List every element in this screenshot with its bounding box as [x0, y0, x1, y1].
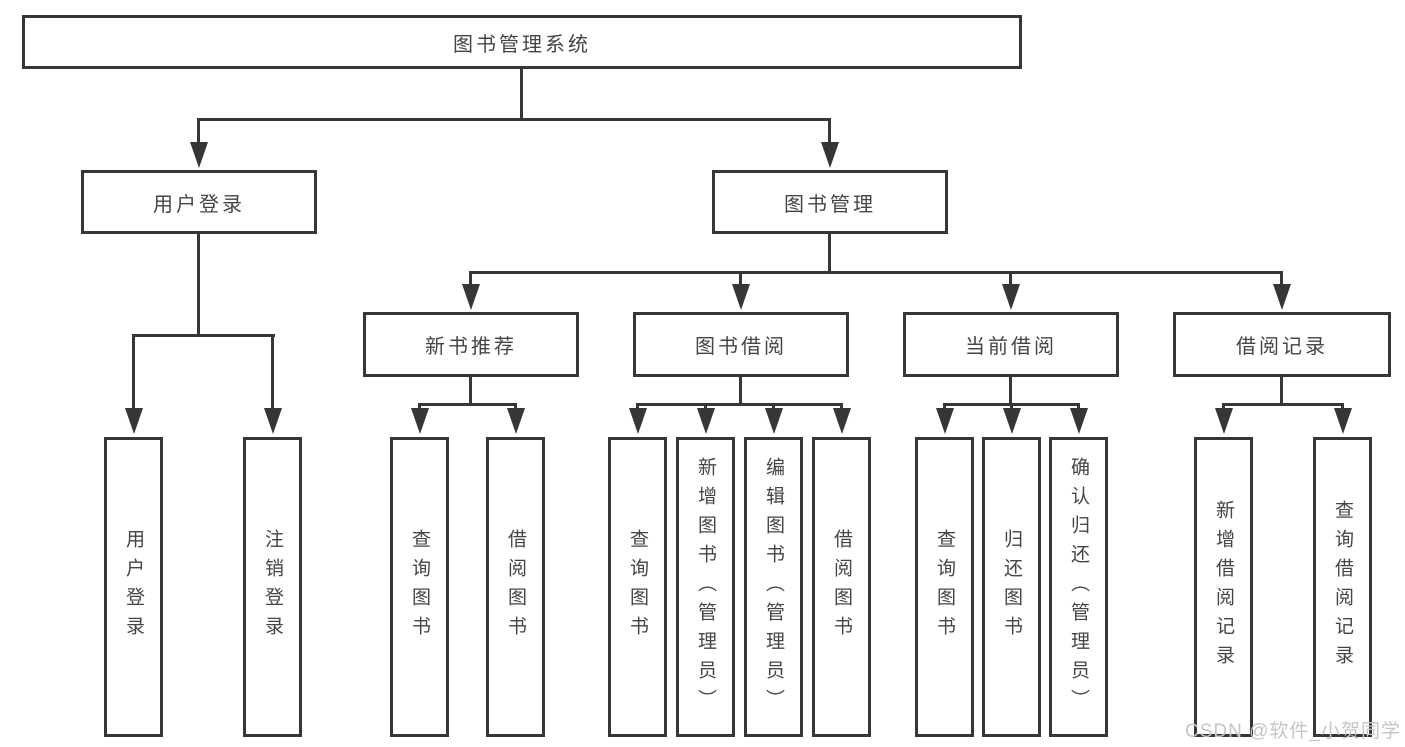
- leaf-return-book: 归还图书: [982, 437, 1041, 737]
- leaf-query-books-recommend: 查询图书: [390, 437, 449, 737]
- arrowhead-down-icon: [125, 408, 143, 434]
- leaf-query-books-current: 查询图书: [915, 437, 974, 737]
- node-label: 借阅记录: [1236, 336, 1328, 358]
- connector-line: [828, 118, 831, 146]
- connector-line: [469, 271, 1283, 274]
- node-label: 新书推荐: [425, 336, 517, 358]
- arrowhead-down-icon: [697, 408, 715, 434]
- node-book-management: 图书管理: [712, 170, 948, 234]
- node-label: 图书管理系统: [453, 33, 591, 56]
- arrowhead-down-icon: [1003, 408, 1021, 434]
- leaf-label: 新增图书（管理员）: [695, 456, 716, 718]
- connector-line: [271, 334, 274, 412]
- connector-line: [739, 377, 742, 406]
- node-book-borrow: 图书借阅: [633, 312, 849, 377]
- leaf-borrow-books-recommend: 借阅图书: [486, 437, 545, 737]
- node-current-borrow: 当前借阅: [903, 312, 1119, 377]
- connector-line: [520, 68, 523, 121]
- node-user-login: 用户登录: [81, 170, 317, 234]
- connector-line: [418, 403, 517, 406]
- node-system-root: 图书管理系统: [22, 15, 1022, 69]
- leaf-query-books-borrow: 查询图书: [608, 437, 667, 737]
- connector-line: [197, 118, 831, 121]
- leaf-add-borrow-record: 新增借阅记录: [1194, 437, 1253, 737]
- connector-line: [197, 118, 200, 146]
- leaf-label: 用户登录: [123, 529, 144, 645]
- leaf-label: 确认归还（管理员）: [1068, 456, 1089, 718]
- arrowhead-down-icon: [190, 142, 208, 168]
- arrowhead-down-icon: [833, 408, 851, 434]
- csdn-watermark: CSDN @软件_小贺同学: [1185, 721, 1401, 742]
- arrowhead-down-icon: [462, 284, 480, 310]
- arrowhead-down-icon: [936, 408, 954, 434]
- leaf-add-book-admin: 新增图书（管理员）: [676, 437, 735, 737]
- node-new-book-recommend: 新书推荐: [363, 312, 579, 377]
- connector-line: [1280, 377, 1283, 406]
- connector-line: [1222, 403, 1344, 406]
- arrowhead-down-icon: [629, 408, 647, 434]
- leaf-label: 借阅图书: [505, 529, 526, 645]
- arrowhead-down-icon: [1215, 408, 1233, 434]
- arrowhead-down-icon: [411, 408, 429, 434]
- leaf-confirm-return-admin: 确认归还（管理员）: [1049, 437, 1108, 737]
- connector-line: [1280, 271, 1283, 287]
- leaf-label: 查询图书: [409, 529, 430, 645]
- leaf-label: 查询图书: [627, 529, 648, 645]
- leaf-label: 借阅图书: [831, 529, 852, 645]
- leaf-label: 查询借阅记录: [1332, 500, 1353, 674]
- connector-line: [469, 377, 472, 406]
- node-label: 图书管理: [784, 193, 876, 216]
- node-label: 当前借阅: [965, 336, 1057, 358]
- arrowhead-down-icon: [732, 284, 750, 310]
- arrowhead-down-icon: [507, 408, 525, 434]
- arrowhead-down-icon: [264, 408, 282, 434]
- arrowhead-down-icon: [1070, 408, 1088, 434]
- leaf-label: 查询图书: [934, 529, 955, 645]
- arrowhead-down-icon: [821, 142, 839, 168]
- connector-line: [469, 271, 472, 287]
- leaf-label: 注销登录: [262, 529, 283, 645]
- connector-line: [739, 271, 742, 287]
- connector-line: [197, 234, 200, 337]
- leaf-query-borrow-record: 查询借阅记录: [1313, 437, 1372, 737]
- arrowhead-down-icon: [1334, 408, 1352, 434]
- arrowhead-down-icon: [1273, 284, 1291, 310]
- connector-line: [828, 234, 831, 274]
- connector-line: [132, 334, 275, 337]
- connector-line: [1009, 377, 1012, 406]
- leaf-label: 编辑图书（管理员）: [763, 456, 784, 718]
- connector-line: [636, 403, 843, 406]
- leaf-label: 归还图书: [1001, 529, 1022, 645]
- leaf-user-login: 用户登录: [104, 437, 163, 737]
- leaf-logout: 注销登录: [243, 437, 302, 737]
- arrowhead-down-icon: [1002, 284, 1020, 310]
- leaf-borrow-books: 借阅图书: [812, 437, 871, 737]
- arrowhead-down-icon: [765, 408, 783, 434]
- node-label: 用户登录: [153, 193, 245, 216]
- node-label: 图书借阅: [695, 336, 787, 358]
- leaf-edit-book-admin: 编辑图书（管理员）: [744, 437, 803, 737]
- leaf-label: 新增借阅记录: [1213, 500, 1234, 674]
- connector-line: [132, 334, 135, 412]
- connector-line: [1009, 271, 1012, 287]
- node-borrow-records: 借阅记录: [1173, 312, 1391, 377]
